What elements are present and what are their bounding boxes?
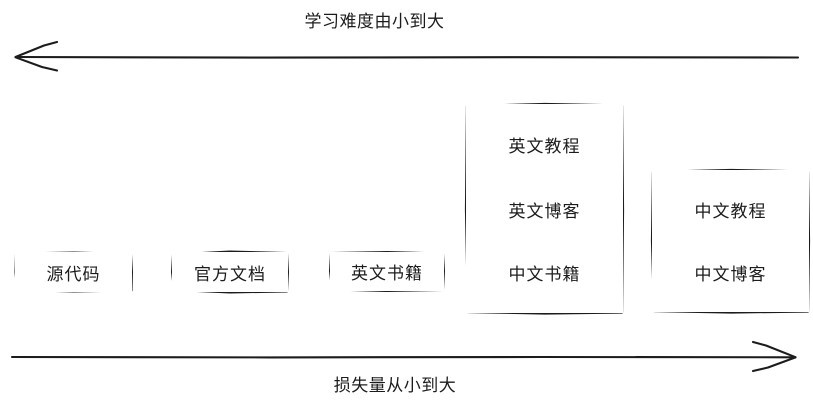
learning-difficulty-axis-label: 学习难度由小到大 — [304, 12, 445, 32]
node-chinese-books[interactable]: 中文书籍 — [488, 252, 601, 292]
information-loss-axis — [10, 340, 797, 373]
node-official-docs[interactable]: 官方文档 — [172, 252, 288, 292]
learning-difficulty-axis — [14, 40, 800, 72]
node-source-code[interactable]: 源代码 — [15, 252, 132, 292]
node-english-tutorial[interactable]: 英文教程 — [488, 124, 601, 164]
node-chinese-tutorial[interactable]: 中文教程 — [674, 189, 787, 229]
node-english-blog[interactable]: 英文博客 — [488, 189, 601, 229]
node-english-books[interactable]: 英文书籍 — [330, 252, 444, 291]
information-loss-axis-label: 损失量从小到大 — [333, 376, 457, 396]
node-chinese-blog[interactable]: 中文博客 — [674, 252, 787, 292]
